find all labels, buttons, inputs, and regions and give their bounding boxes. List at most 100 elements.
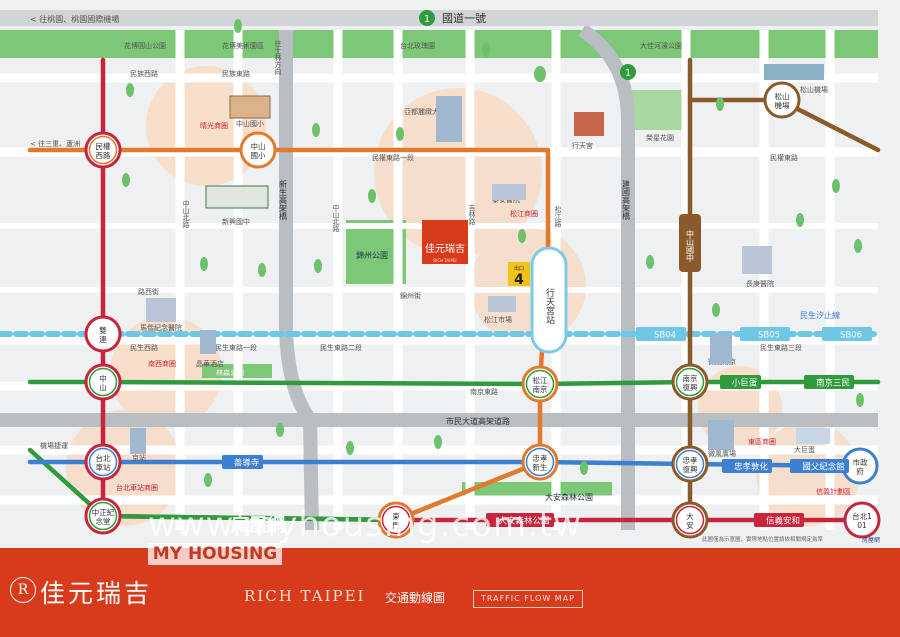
road-minsheng-e2: 民生東路二段 [320, 343, 362, 352]
svg-text:1: 1 [625, 68, 631, 79]
to-airport-label: < 往桃園、桃園國際機場 [30, 14, 119, 24]
road-minsheng-e3: 民生東路三段 [760, 343, 802, 352]
jingli-label: 晶華酒店 [196, 359, 224, 368]
road-nanjing-e: 南京東路 [470, 387, 498, 396]
station-label: 中正紀 [92, 507, 115, 517]
svg-text:SB05: SB05 [758, 331, 780, 341]
road-minquan-e1: 民權東路一段 [372, 153, 414, 162]
red-line [100, 57, 871, 523]
station-label: 大 [686, 511, 694, 521]
big-dome-label: 大巨蛋 [794, 445, 815, 454]
line-tag-sb05: SB05 [740, 327, 790, 341]
footnote: 此圖僅為示意圖，實際地點位置請依相關規定為準 [702, 537, 824, 543]
station-taipei-main: 台北車站 [84, 443, 122, 481]
station-label: 府 [856, 466, 864, 476]
watermark-cn: 房屋網 [231, 515, 285, 536]
jingzhan-label: 京站 [132, 453, 146, 462]
station-daan: 大安 [671, 501, 709, 539]
station-label: 復興 [683, 382, 698, 392]
station-label: 忠孝 [533, 454, 548, 463]
zhongshan-elem-label: 中山國小 [236, 119, 264, 128]
station-label: 山 [99, 382, 107, 392]
svg-text:SB06: SB06 [840, 331, 862, 341]
brand-logo-icon: R [10, 577, 36, 603]
footnote-logo: 房屋網 [862, 537, 881, 544]
park-huabo-yuanshan: 花博圓山公園 [124, 41, 166, 50]
brand-name-en: RICH TAIPEI [244, 587, 366, 605]
line-tag-shandao: 善導寺 [222, 455, 263, 469]
map-title-en: TRAFFIC FLOW MAP [473, 590, 583, 608]
xingtiangong-station: 行天宮站 [530, 246, 568, 354]
station-label: 忠孝 [683, 456, 698, 465]
line-tag-xiaojudan: 小巨蛋 [720, 375, 761, 389]
station-label: 西路 [96, 150, 111, 160]
songjiang-shop-label: 松江商圈 [510, 209, 538, 218]
station-label: 台北1 [852, 511, 872, 521]
svg-text:信義安和: 信義安和 [766, 516, 800, 527]
east-shop-label: 東區商圈 [748, 437, 776, 446]
svg-text:善導寺: 善導寺 [234, 458, 260, 469]
trees [122, 19, 864, 487]
xinyi-plan-label: 信義計劃區 [816, 487, 851, 496]
line-tag-daan-park: 大安森林公園 [486, 513, 554, 527]
svg-text:忠孝敦化: 忠孝敦化 [734, 462, 769, 473]
road-minzu-e: 民族東路 [222, 69, 250, 78]
road-grid [0, 30, 878, 530]
songshan-airport-label: 松山機場 [800, 85, 828, 94]
project-marker: 佳元瑞吉 RICH TAIPEI 出口 4 [422, 220, 530, 288]
map-canvas: 1 國道一號 1 < 往桃園、桃園國際機場 花博圓山公園 花博美術園區 台北玫瑰… [0, 10, 881, 539]
road-minzu-w: 民族西路 [130, 69, 158, 78]
brown-line [687, 57, 881, 153]
station-label: 南京 [683, 373, 698, 383]
station-zhongshan-jh: 中山國中 [679, 214, 701, 272]
park-huabo-art: 花博美術園區 [222, 41, 264, 50]
mackay-label: 馬偕紀念醫院 [140, 323, 182, 332]
station-label: 門 [392, 521, 400, 530]
svg-text:大安森林公園: 大安森林公園 [498, 516, 549, 527]
svg-text:4: 4 [514, 272, 524, 288]
station-label: 松山 [775, 91, 790, 101]
station-label: 復興 [683, 464, 698, 474]
freeway-label: 國道一號 [442, 11, 486, 25]
svg-text:佳元瑞吉: 佳元瑞吉 [425, 242, 465, 255]
watermark-tag: MY HOUSING [148, 543, 282, 565]
xinxing-jh-label: 新興國中 [222, 217, 250, 226]
to-shilin-label: 往士林方向 [274, 39, 282, 75]
svg-text:國父紀念館: 國父紀念館 [802, 462, 845, 473]
park-linsen: 林森公園 [216, 368, 244, 377]
park-daan: 大安森林公園 [545, 492, 593, 502]
svg-text:SB04: SB04 [654, 331, 676, 341]
station-label: 連 [99, 334, 107, 344]
brand-name: 佳元瑞吉 [40, 579, 153, 608]
station-label: 01 [857, 521, 867, 530]
svg-text:出口: 出口 [514, 265, 524, 272]
station-label: 台北 [96, 453, 111, 463]
parks-layer [0, 30, 878, 504]
freeway-shield: 1 國道一號 1 [419, 10, 636, 80]
svg-text:行天宮站: 行天宮站 [544, 287, 555, 325]
station-label: 國小 [251, 151, 266, 160]
road-labels: < 往桃園、桃園國際機場 花博圓山公園 花博美術園區 台北玫瑰園 大佳河濱公園 … [30, 14, 851, 502]
park-jinzhou: 錦州公園 [356, 250, 388, 260]
road-zhongshan-n: 中山北路 [182, 199, 190, 229]
jianguo-viaduct-label: 建國高架橋 [622, 179, 631, 221]
vertical-labels: 往士林方向 新生高架橋 建國高架橋 中山北路 中山北路 吉林路 松江路 [182, 39, 631, 233]
ambassador-label: 亞都麗緻大飯店 [404, 107, 453, 116]
road-jinzhou: 錦州街 [400, 291, 421, 300]
map-title: 交通動線圖 [385, 591, 446, 605]
park-rose: 台北玫瑰園 [400, 41, 435, 50]
park-dajia: 大佳河濱公園 [640, 41, 682, 50]
road-minsheng-w: 民生西路 [130, 343, 158, 352]
line-tag-nanjing-sanmin: 南京三民 [804, 375, 854, 389]
nanxi-shop-label: 南西商圈 [148, 359, 176, 368]
station-zhongshan: 中山 [84, 363, 122, 401]
road-zhongshan-n2: 中山北路 [332, 203, 340, 233]
line-tag-sb04: SB04 [636, 327, 686, 341]
station-label: 新生 [533, 462, 548, 472]
svg-text:中山國中: 中山國中 [686, 229, 695, 263]
